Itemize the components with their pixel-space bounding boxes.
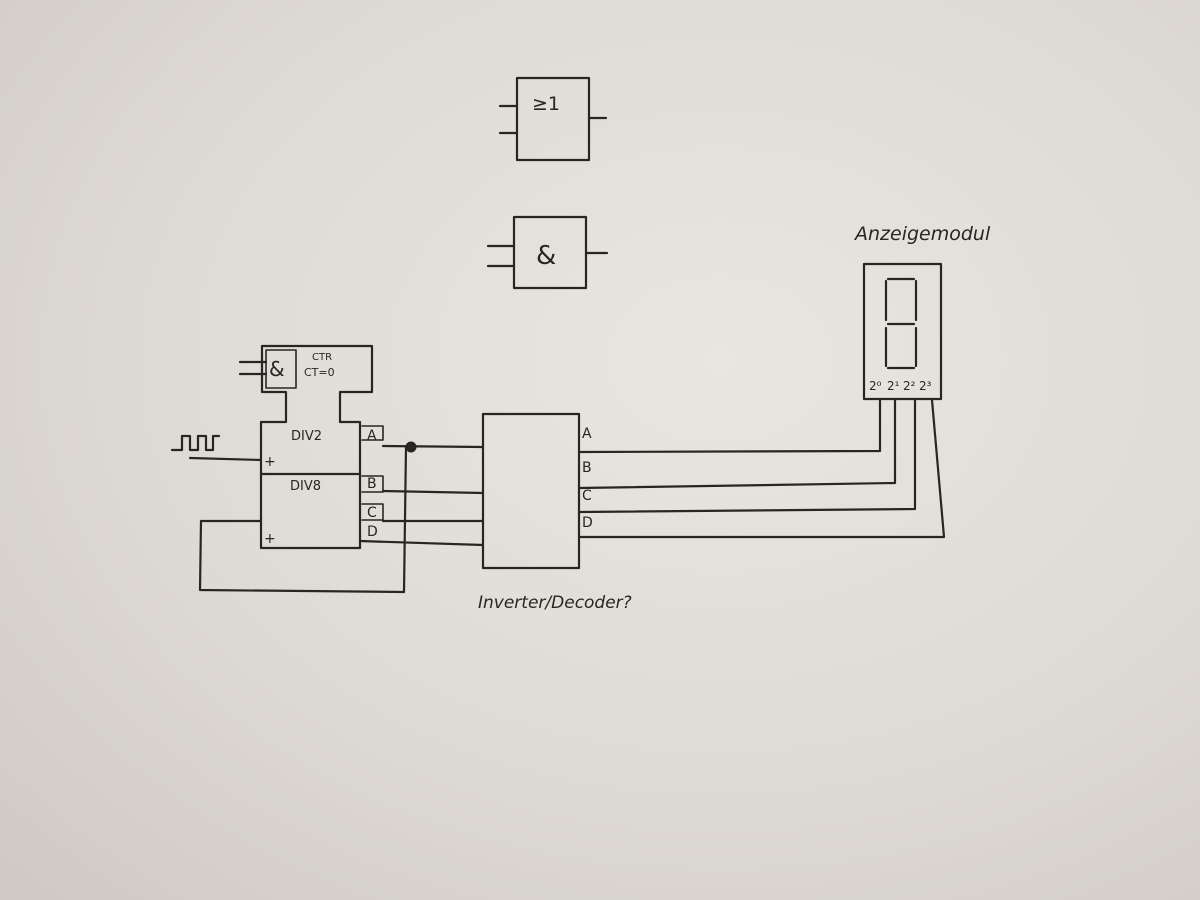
or-gate-symbol: ≥1: [532, 93, 560, 115]
counter-to-decoder-wires: [358, 444, 485, 547]
clock-pulse-icon: [170, 434, 221, 452]
counter-ic: & CTR CT=0 DIV2 DIV8 A B C D + +: [238, 344, 384, 550]
decoder-caption: Inverter/Decoder?: [478, 593, 632, 613]
counter-outline: [259, 344, 374, 550]
counter-output-b-tab: [361, 475, 384, 493]
counter-div8-label: DIV8: [290, 479, 321, 494]
wire-a-out: [577, 398, 882, 454]
counter-output-d-label: D: [367, 524, 378, 540]
bit-label-1: 2¹: [887, 379, 900, 393]
wire-d-out: [577, 398, 946, 539]
display-title: Anzeigemodul: [853, 223, 991, 245]
or-gate: ≥1: [498, 76, 608, 162]
wire-b-in: [381, 489, 485, 495]
or-gate-body: [515, 76, 591, 162]
counter-div2-label: DIV2: [291, 429, 322, 444]
counter-feedback-plus: +: [264, 531, 276, 547]
clock-source: [170, 434, 263, 462]
counter-and-box: [265, 349, 297, 389]
counter-output-c-label: C: [367, 505, 377, 521]
bit-label-3: 2³: [919, 379, 932, 393]
decoder-output-b-label: B: [582, 460, 592, 476]
counter-ct-label: CT=0: [304, 366, 335, 379]
decoder-block: A B C D Inverter/Decoder?: [478, 412, 632, 613]
wire-a-in: [381, 444, 485, 449]
bit-label-0: 2⁰: [869, 379, 882, 393]
wire-c-out: [577, 398, 917, 514]
decoder-to-display-wires: [577, 398, 946, 539]
bit-label-2: 2²: [903, 379, 916, 393]
counter-output-c-tab: [361, 503, 384, 521]
decoder-output-a-label: A: [582, 426, 592, 442]
counter-clock-plus: +: [264, 454, 276, 470]
and-gate-symbol: &: [536, 241, 556, 271]
counter-and-symbol: &: [269, 357, 285, 381]
decoder-output-c-label: C: [582, 488, 592, 504]
counter-output-b-label: B: [367, 476, 377, 492]
counter-ctr-label: CTR: [312, 352, 332, 363]
clock-wire: [188, 456, 263, 462]
display-module: Anzeigemodul 2⁰ 2¹ 2² 2³: [853, 223, 991, 401]
seven-segment-digit: [884, 277, 918, 370]
decoder-body: [481, 412, 581, 570]
wire-b-out: [577, 398, 897, 490]
and-gate: &: [486, 215, 609, 290]
decoder-output-d-label: D: [582, 515, 593, 531]
display-body: [862, 262, 943, 401]
counter-output-a-label: A: [367, 428, 377, 444]
wire-d-in: [358, 539, 485, 547]
counter-output-a-tab: [361, 425, 384, 441]
